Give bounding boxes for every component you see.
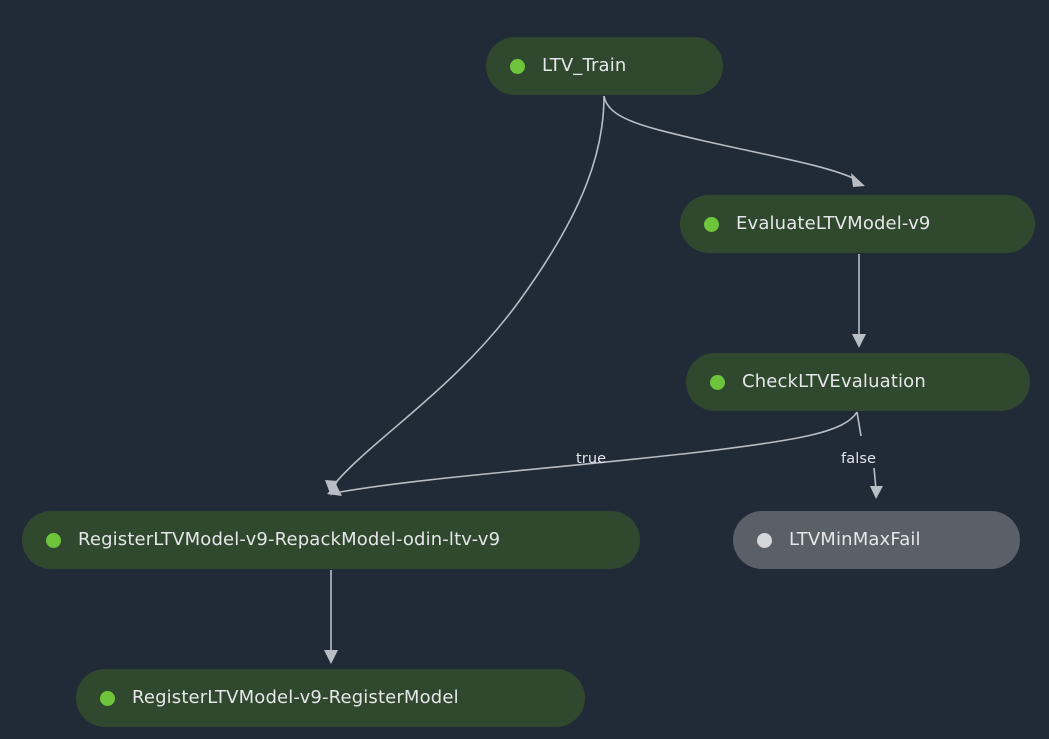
edge-label-true: true — [576, 451, 607, 467]
graph-node-ltv-min-max-fail[interactable]: LTVMinMaxFail — [733, 511, 1020, 569]
status-dot-success — [710, 374, 725, 390]
graph-node-check-ltv-evaluation[interactable]: CheckLTVEvaluation — [686, 353, 1030, 411]
status-dot-success — [100, 690, 115, 706]
graph-node-ltv-train[interactable]: LTV_Train — [486, 37, 723, 95]
status-dot-success — [704, 216, 719, 232]
graph-node-label: RegisterLTVModel-v9-RegisterModel — [132, 687, 459, 708]
status-dot-success — [510, 58, 525, 74]
status-dot-success — [46, 532, 61, 548]
graph-node-label: EvaluateLTVModel-v9 — [736, 213, 931, 234]
edge-ltv-train-to-evaluate — [603, 95, 865, 187]
edge-repack-to-register — [324, 570, 338, 664]
graph-node-register-ltv-model-v9-register-model[interactable]: RegisterLTVModel-v9-RegisterModel — [76, 669, 585, 727]
graph-node-label: RegisterLTVModel-v9-RepackModel-odin-ltv… — [78, 529, 501, 550]
edge-label-false: false — [841, 451, 876, 467]
status-dot-idle — [757, 532, 772, 548]
graph-node-label: CheckLTVEvaluation — [742, 371, 926, 392]
graph-node-evaluate-ltv-model-v9[interactable]: EvaluateLTVModel-v9 — [680, 195, 1035, 253]
edge-evaluate-to-check — [852, 254, 866, 348]
graph-node-label: LTVMinMaxFail — [789, 529, 921, 550]
graph-node-register-ltv-model-v9-repack-model[interactable]: RegisterLTVModel-v9-RepackModel-odin-ltv… — [22, 511, 640, 569]
edge-ltv-train-to-repack — [325, 95, 605, 496]
graph-node-label: LTV_Train — [542, 55, 627, 76]
